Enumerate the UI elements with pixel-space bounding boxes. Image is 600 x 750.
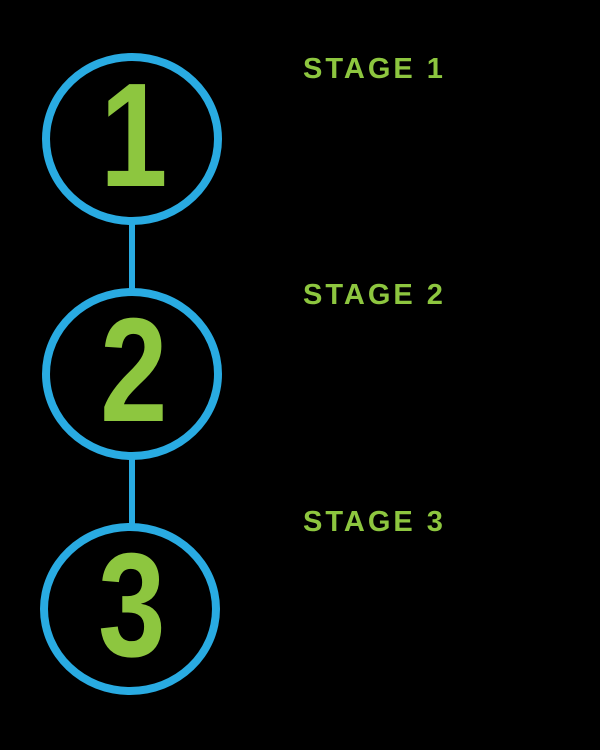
connector-line <box>129 222 135 291</box>
stage-number-3: 3 <box>97 523 166 688</box>
stage-number-2: 2 <box>99 288 168 453</box>
stage-label-2: STAGE 2 <box>303 279 446 311</box>
stage-circle-2: 2 <box>42 288 222 460</box>
stage-label-1: STAGE 1 <box>303 53 446 85</box>
stage-circle-3: 3 <box>40 523 220 695</box>
stage-number-1: 1 <box>99 53 168 218</box>
stage-label-3: STAGE 3 <box>303 506 446 538</box>
connector-line <box>129 459 135 526</box>
stage-circle-1: 1 <box>42 53 222 225</box>
